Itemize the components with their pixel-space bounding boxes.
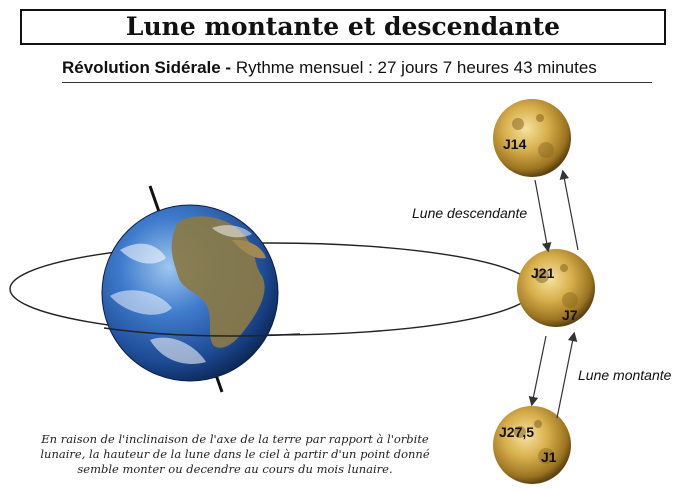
subtitle-underline xyxy=(62,82,652,83)
subtitle-rest: Rythme mensuel : 27 jours 7 heures 43 mi… xyxy=(235,58,597,77)
arrow-ascend-upper xyxy=(559,169,579,251)
moon-label-j14: J14 xyxy=(503,136,527,152)
arrow-descend-upper xyxy=(534,179,552,253)
note-line-2: lunaire, la hauteur de la lune dans le c… xyxy=(40,447,430,461)
moon-label-j27-5: J27,5 xyxy=(499,424,534,440)
label-lune-montante: Lune montante xyxy=(578,367,672,383)
note-line-3: semble monter ou decendre au cours du mo… xyxy=(77,462,393,476)
moon-top xyxy=(493,99,571,177)
moon-bottom xyxy=(493,406,571,484)
orbit-front xyxy=(103,327,301,337)
note-line-1: En raison de l'inclinaison de l'axe de l… xyxy=(41,432,429,446)
moon-label-j7: J7 xyxy=(562,307,578,323)
earth-globe xyxy=(101,204,279,382)
page-title: Lune montante et descendante xyxy=(125,12,561,41)
arrow-descend-lower xyxy=(528,335,547,407)
title-box: Lune montante et descendante xyxy=(20,9,666,45)
moon-middle xyxy=(517,249,595,327)
arrow-ascend-lower xyxy=(556,331,578,419)
subtitle-bold: Révolution Sidérale - xyxy=(62,58,236,77)
moon-label-j21: J21 xyxy=(531,265,555,281)
explanation-note: En raison de l'inclinaison de l'axe de l… xyxy=(0,432,470,477)
label-lune-descendante: Lune descendante xyxy=(412,205,527,221)
moon-label-j1: J1 xyxy=(541,449,557,465)
subtitle: Révolution Sidérale - Rythme mensuel : 2… xyxy=(62,58,654,78)
